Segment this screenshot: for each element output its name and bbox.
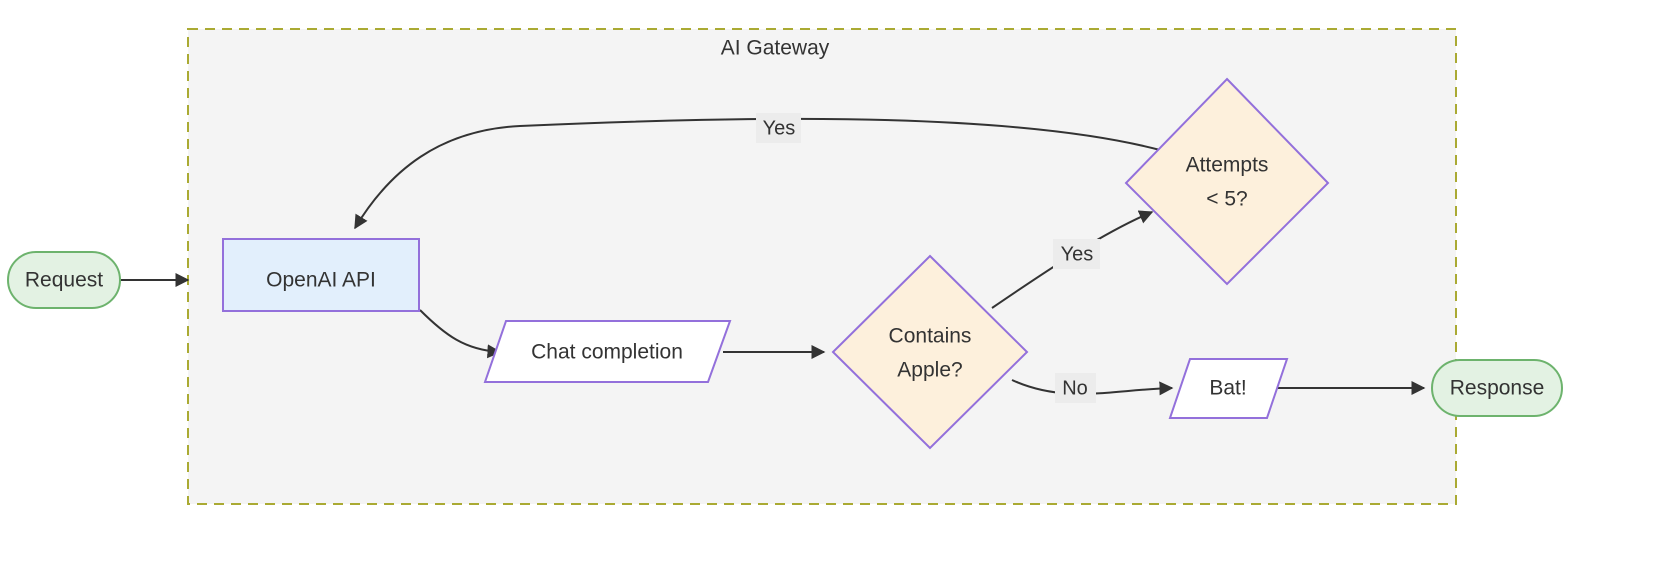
node-attempts[interactable]: Attempts < 5? bbox=[1124, 77, 1330, 286]
node-bat-shape bbox=[1168, 358, 1289, 419]
node-response-label: Response bbox=[1450, 377, 1545, 400]
edge-label-plate bbox=[756, 113, 801, 143]
node-response-shape bbox=[1431, 359, 1563, 417]
node-response[interactable]: Response bbox=[1431, 359, 1563, 417]
node-openai-api[interactable]: OpenAI API bbox=[222, 238, 420, 312]
edge-label-text: Yes bbox=[763, 117, 796, 139]
edge-label-plate bbox=[1055, 373, 1096, 403]
edge-label-attempts-to-openai: Yes bbox=[756, 113, 801, 143]
cluster-title: AI Gateway bbox=[721, 37, 830, 60]
edge-attempts-to-openai bbox=[354, 117, 1161, 230]
node-bat-label: Bat! bbox=[1209, 377, 1246, 400]
node-request-label: Request bbox=[25, 269, 103, 292]
node-request[interactable]: Request bbox=[7, 251, 121, 309]
node-chat-completion-label: Chat completion bbox=[531, 341, 683, 364]
edge-label-plate bbox=[1053, 239, 1100, 269]
edge-label-text: No bbox=[1062, 377, 1088, 399]
edge-label-text: Yes bbox=[1061, 243, 1094, 265]
edge-label-contains-to-bat: No bbox=[1055, 373, 1096, 403]
node-chat-completion-shape bbox=[483, 320, 732, 383]
node-attempts-shape bbox=[1124, 77, 1330, 286]
node-openai-api-label: OpenAI API bbox=[266, 269, 376, 292]
node-attempts-label-line1: Attempts bbox=[1186, 154, 1269, 177]
node-chat-completion[interactable]: Chat completion bbox=[483, 320, 732, 383]
node-contains-apple-label-line1: Contains bbox=[889, 325, 972, 348]
node-contains-apple-shape bbox=[831, 254, 1029, 450]
edge-label-contains-to-attempts: Yes bbox=[1053, 239, 1100, 269]
node-bat[interactable]: Bat! bbox=[1168, 358, 1289, 419]
node-openai-api-shape bbox=[222, 238, 420, 312]
node-contains-apple[interactable]: Contains Apple? bbox=[831, 254, 1029, 450]
node-request-shape bbox=[7, 251, 121, 309]
node-attempts-label-line2: < 5? bbox=[1206, 188, 1247, 211]
node-contains-apple-label-line2: Apple? bbox=[897, 359, 962, 382]
edge-openai-to-chat bbox=[419, 309, 502, 359]
